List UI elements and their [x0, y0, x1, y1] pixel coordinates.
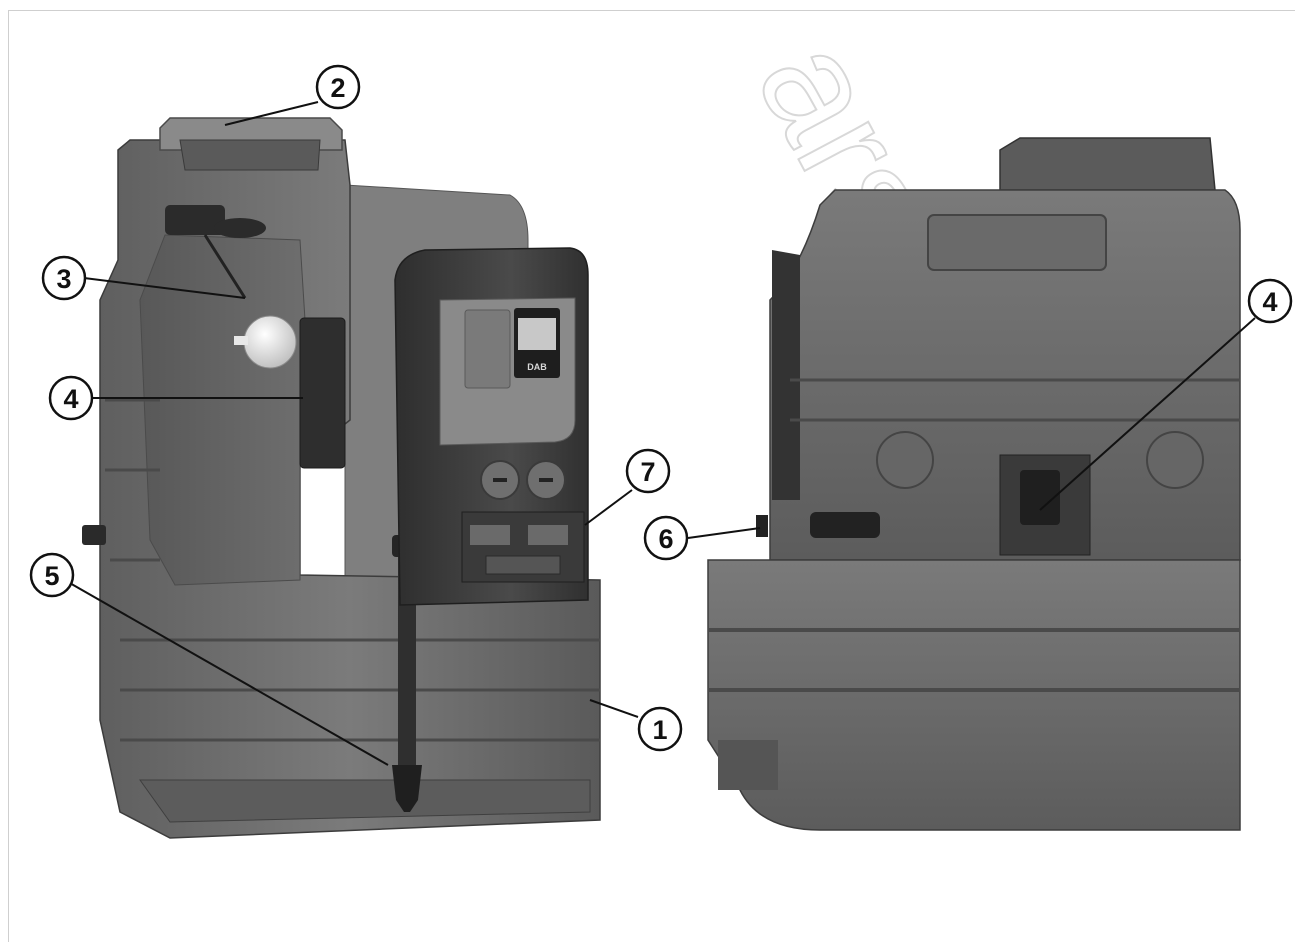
left-side-fitting — [82, 525, 106, 545]
callout-4-right: 4 — [1247, 278, 1293, 324]
callout-2: 2 — [315, 64, 361, 110]
right-tank-drain-tap — [756, 515, 768, 537]
float-valve-cap — [214, 218, 266, 238]
callout-4-left: 4 — [48, 375, 94, 421]
pump-label-plate — [464, 309, 511, 389]
right-tank-handle-recess — [927, 214, 1107, 271]
leader-line-6 — [687, 527, 761, 539]
callout-7-label: 7 — [640, 457, 655, 487]
leader-line-1 — [589, 699, 639, 718]
right-tank-lid — [999, 137, 1216, 191]
callout-1-label: 1 — [652, 715, 667, 745]
right-tank-boss-right — [1146, 431, 1204, 489]
right-tank-lower — [707, 559, 1241, 831]
pump-display-screen — [518, 318, 556, 350]
overflow-pipe — [299, 317, 346, 469]
callout-2-label: 2 — [330, 73, 345, 103]
tank-floor — [139, 779, 591, 823]
right-tank-outlet-valve — [1020, 470, 1060, 525]
float-arm — [203, 234, 247, 299]
pump-brand-label: DAB — [527, 362, 547, 372]
leader-line-2 — [224, 101, 319, 126]
right-tank-upper-ribs — [790, 378, 1240, 422]
right-tank-side-shadow — [772, 250, 800, 500]
callout-3: 3 — [41, 255, 87, 301]
pump-base-slot-right — [528, 525, 568, 545]
float-valve-body — [165, 205, 225, 235]
leader-line-5 — [67, 581, 389, 766]
lid-recess — [179, 139, 321, 171]
right-tank-side-connector — [810, 512, 880, 538]
foot-valve — [392, 765, 422, 812]
right-tank-base-recess — [718, 740, 778, 790]
pump-base-badge — [485, 555, 561, 575]
callout-6-label: 6 — [658, 524, 673, 554]
pump-knob-right-mark — [539, 478, 553, 482]
callout-7: 7 — [625, 448, 671, 494]
tank-ribs — [105, 398, 600, 742]
leader-line-7 — [584, 489, 633, 526]
callout-4-left-label: 4 — [63, 384, 78, 414]
left-tank-assembly: DAB — [82, 117, 601, 839]
pump-knob-left-mark — [493, 478, 507, 482]
callout-3-label: 3 — [56, 264, 71, 294]
right-tank-lower-ribs — [708, 628, 1240, 692]
callout-5: 5 — [29, 552, 75, 598]
right-tank-boss-left — [876, 431, 934, 489]
callout-5-label: 5 — [44, 561, 59, 591]
leader-line-4-right — [1039, 317, 1256, 511]
pump-base-slot-left — [470, 525, 510, 545]
figure-frame — [8, 10, 1295, 942]
callout-4-right-label: 4 — [1262, 287, 1277, 317]
right-tank-assembly — [707, 137, 1241, 831]
float-ball — [243, 315, 297, 369]
callout-1: 1 — [637, 706, 683, 752]
callout-6: 6 — [643, 515, 689, 561]
leader-line-3 — [83, 277, 246, 299]
leader-lines — [67, 101, 1256, 766]
float-ball-stem — [234, 336, 248, 345]
